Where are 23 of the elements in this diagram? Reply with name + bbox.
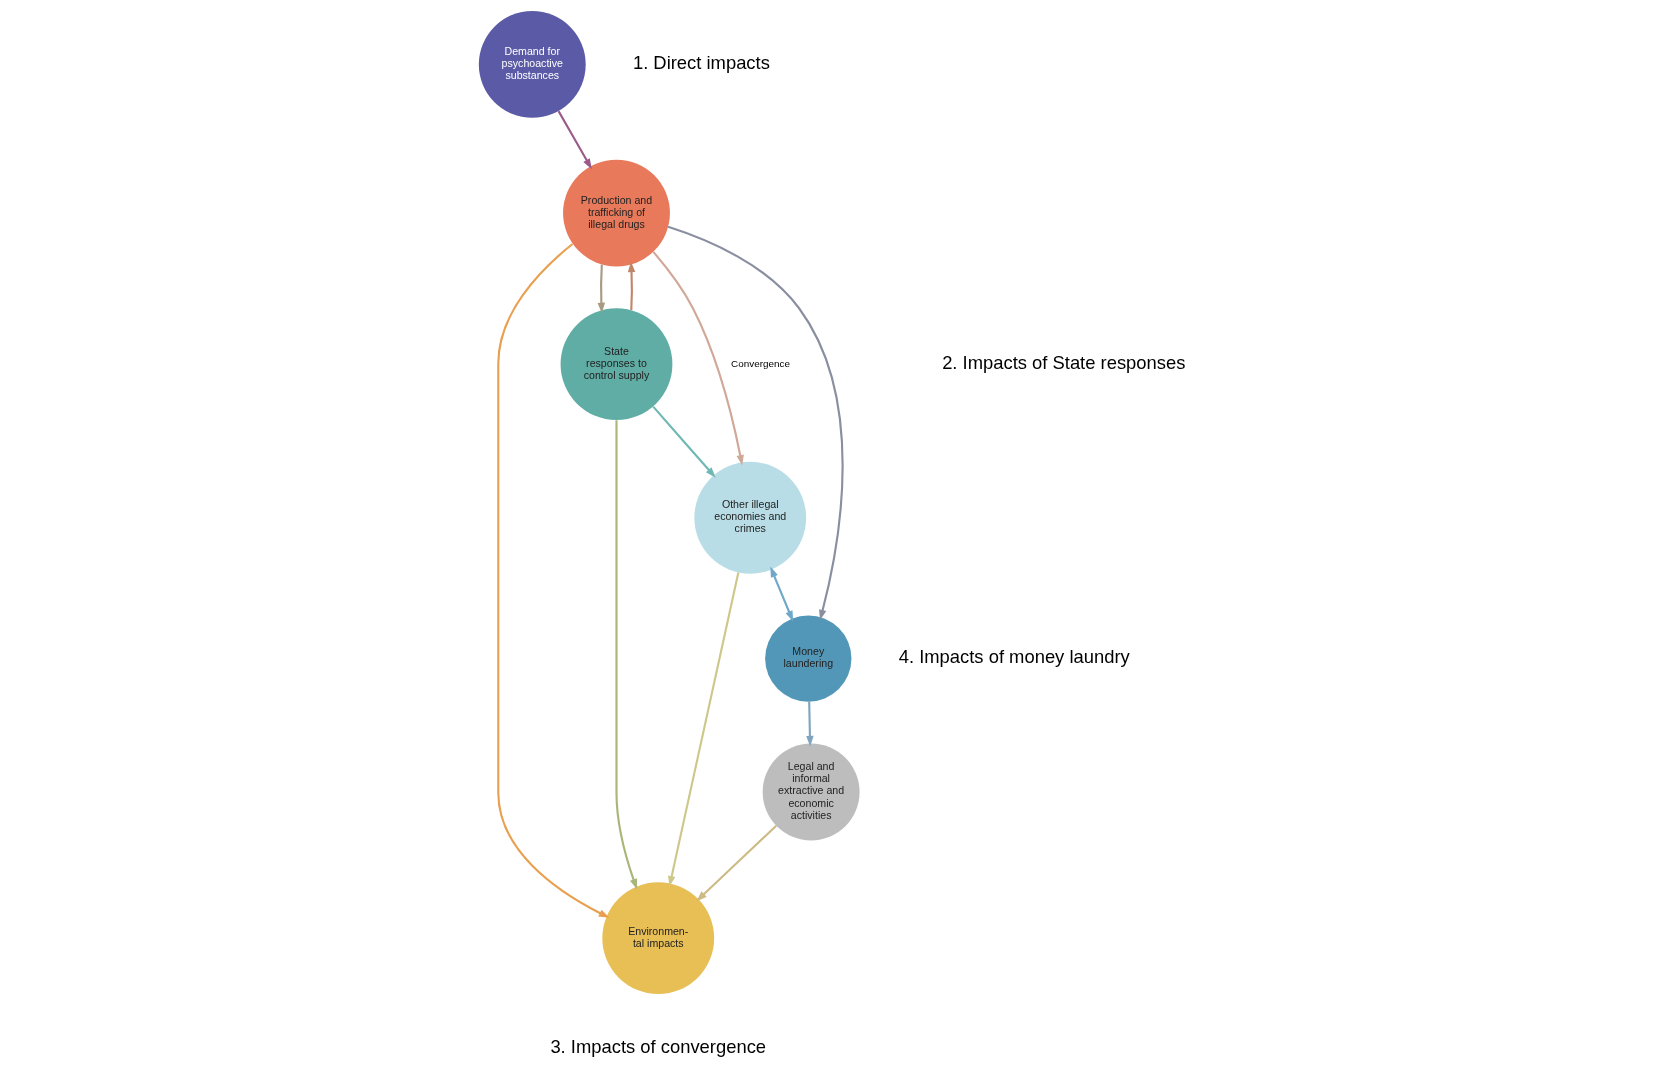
arrow bbox=[668, 572, 740, 887]
node-circle: Money laundering bbox=[765, 615, 852, 702]
arrow bbox=[615, 420, 638, 890]
arrow bbox=[497, 243, 610, 918]
arrow bbox=[652, 251, 744, 466]
arrow bbox=[770, 566, 794, 622]
arrow bbox=[597, 264, 606, 314]
arrow bbox=[557, 110, 592, 170]
node-circle: State responses to control supply bbox=[560, 308, 673, 421]
arrow bbox=[806, 701, 814, 747]
label: 4. Impacts of money laundry bbox=[898, 646, 1130, 668]
arrow bbox=[627, 261, 636, 311]
node-circle: Other illegal economies and crimes bbox=[694, 461, 807, 574]
node-circle: Environmen- tal impacts bbox=[602, 882, 715, 995]
label: 1. Direct impacts bbox=[632, 51, 770, 73]
arrow bbox=[667, 225, 844, 621]
node-circle: Legal and informal extractive and economic activities bbox=[762, 743, 860, 841]
node-circle: Demand for psychoactive substances bbox=[478, 11, 586, 118]
label: 3. Impacts of convergence bbox=[550, 1036, 767, 1058]
arrow bbox=[652, 405, 716, 478]
edge-label: Convergence bbox=[731, 357, 790, 369]
arrow bbox=[696, 824, 777, 902]
label: 2. Impacts of State responses bbox=[942, 351, 1186, 373]
